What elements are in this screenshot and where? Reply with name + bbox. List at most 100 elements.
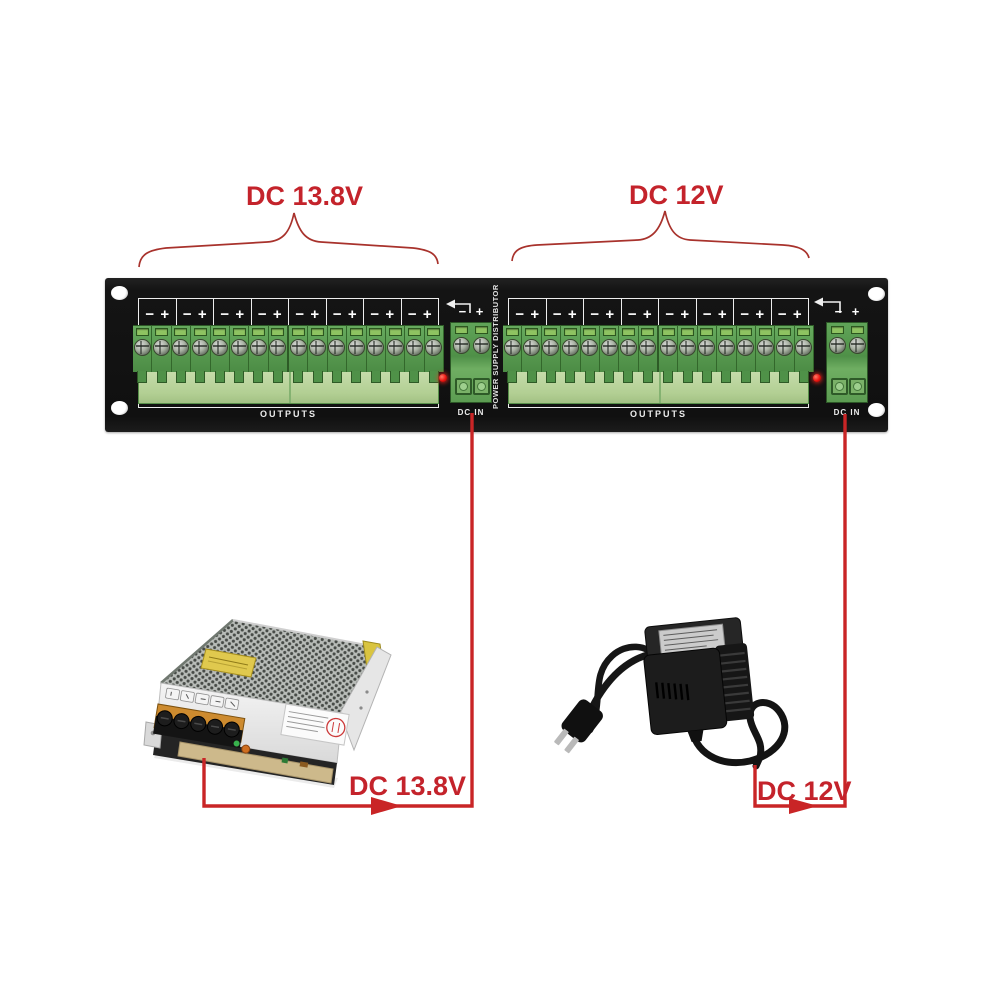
output-terminal xyxy=(599,325,620,383)
terminal-screw xyxy=(452,337,470,354)
adapter-strain-relief xyxy=(687,729,704,743)
terminal-screw xyxy=(795,339,813,356)
adapter-ac-cord xyxy=(580,651,664,730)
output-terminal xyxy=(405,325,425,383)
wire-slot xyxy=(135,328,149,336)
wire-slot xyxy=(621,328,635,336)
psu-right-face xyxy=(339,646,392,752)
minus-symbol: − xyxy=(220,306,230,323)
psu-opening xyxy=(153,733,337,785)
output-terminal xyxy=(561,325,581,383)
terminal-leg xyxy=(623,371,634,383)
wire-slot xyxy=(330,328,344,336)
output-pair-label: −+ xyxy=(622,299,659,330)
psu-pcb xyxy=(177,741,334,784)
minus-symbol: − xyxy=(665,306,675,323)
plus-symbol: + xyxy=(642,306,652,323)
output-terminal xyxy=(366,325,386,383)
output-pair-label: −+ xyxy=(584,299,622,330)
adapter-body xyxy=(643,617,755,743)
output-terminal xyxy=(327,325,348,383)
psu-red-stamp xyxy=(326,717,346,738)
terminal-leg xyxy=(642,371,653,383)
dcin-socket xyxy=(831,378,848,395)
adapter-label xyxy=(658,623,726,656)
minus-symbol: − xyxy=(552,306,562,323)
power-led-right xyxy=(813,374,821,382)
output-pair-label: −+ xyxy=(509,299,547,330)
wire-slot xyxy=(830,326,844,334)
terminal-leg xyxy=(682,371,693,383)
dcin-socket xyxy=(849,378,866,395)
terminal-leg xyxy=(312,371,323,383)
terminal-screw xyxy=(639,339,657,356)
terminal-screw xyxy=(367,339,385,356)
minus-symbol: − xyxy=(257,306,267,323)
wire-slot xyxy=(454,326,468,334)
dc-in-label-right: DC IN xyxy=(833,408,861,417)
dcin-terminal-row xyxy=(827,324,867,354)
terminal-leg xyxy=(701,371,712,383)
plus-symbol: + xyxy=(567,306,577,323)
output-pair-label: −+ xyxy=(139,299,177,330)
terminal-screw xyxy=(191,339,209,356)
output-pair-label: −+ xyxy=(214,299,252,330)
plus-symbol: + xyxy=(272,306,282,323)
output-pair-label: −+ xyxy=(402,299,439,330)
terminal-screw xyxy=(153,339,171,356)
terminal-leg xyxy=(584,371,595,383)
psu-yellow-label xyxy=(200,648,257,678)
wire-slot xyxy=(797,328,811,336)
output-terminal xyxy=(385,325,406,383)
voltage-label-bottom-left: DC 13.8V xyxy=(349,771,467,801)
wire-slot xyxy=(193,328,207,336)
wire-slot xyxy=(739,328,753,336)
polarity-row: −+−+−+−+−+−+−+−+ xyxy=(509,299,808,331)
output-terminal xyxy=(249,325,269,383)
terminal-leg xyxy=(214,371,225,383)
terminal-screw xyxy=(405,339,423,356)
wire-slot xyxy=(291,328,305,336)
terminal-leg xyxy=(331,371,342,383)
wire-right xyxy=(753,414,847,808)
psu-trim-pot xyxy=(241,744,251,754)
brace-left xyxy=(138,212,439,268)
terminal-screw xyxy=(619,339,637,356)
terminal-leg xyxy=(234,371,245,383)
psu-terminal-block xyxy=(153,703,251,754)
arrow-right-head-icon xyxy=(814,297,823,307)
output-terminal xyxy=(171,325,192,383)
terminal-screw xyxy=(172,339,190,356)
voltage-label-top-right: DC 12V xyxy=(629,180,724,210)
minus-symbol: − xyxy=(627,306,637,323)
output-terminal xyxy=(229,325,250,383)
minus-symbol: − xyxy=(590,306,600,323)
output-pair-label: −+ xyxy=(659,299,697,330)
voltage-label-top-left: DC 13.8V xyxy=(246,181,364,211)
dcin-polarity-left: − + xyxy=(449,305,493,318)
adapter-dc-cord xyxy=(688,699,789,770)
psu-mount-tab xyxy=(143,721,163,749)
output-pair-label: −+ xyxy=(177,299,214,330)
output-pair-label: −+ xyxy=(547,299,584,330)
panel-title-vertical: POWER SUPPLY DISTRIBUTOR xyxy=(491,284,500,409)
output-terminal xyxy=(775,325,795,383)
wire-slot xyxy=(681,328,695,336)
terminal-screw xyxy=(347,339,365,356)
wire-slot xyxy=(563,328,577,336)
terminal-screw xyxy=(328,339,346,356)
terminal-screw xyxy=(775,339,793,356)
power-led-left xyxy=(439,374,447,382)
terminal-leg xyxy=(663,371,674,383)
outputs-box: −+−+−+−+−+−+−+−+ xyxy=(508,298,809,408)
outputs-label: OUTPUTS xyxy=(259,409,317,419)
terminal-screw xyxy=(269,339,287,356)
wire-slot xyxy=(525,328,539,336)
plus-symbol: + xyxy=(717,306,727,323)
terminal-strip xyxy=(503,325,814,383)
wire-slot xyxy=(369,328,383,336)
psu-led xyxy=(233,740,240,747)
minus-symbol: − xyxy=(702,306,712,323)
switching-psu-image xyxy=(143,619,392,788)
